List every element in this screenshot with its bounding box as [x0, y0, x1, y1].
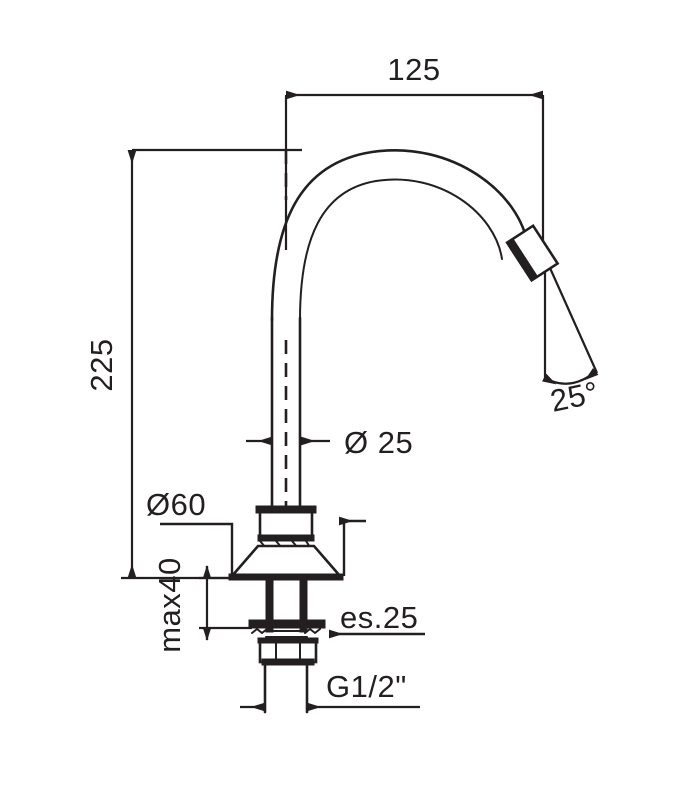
collar-top-rim [255, 505, 317, 514]
base-diameter-leader-left [160, 522, 234, 576]
aerator-screen [506, 238, 539, 282]
thread-size-label: G1/2" [326, 669, 407, 704]
outlet-angle-arc [541, 367, 599, 385]
aerator-outlet [505, 223, 560, 283]
max-thickness-dimension-group: max40 [152, 557, 252, 653]
spout-outer-arc [270, 149, 530, 322]
collar-bottom-rim [257, 534, 315, 542]
tube-diameter-label: Ø 25 [344, 425, 413, 460]
spout-inner-arc [299, 178, 503, 321]
base-diameter-label: Ø60 [146, 487, 206, 522]
overall-height-label: 225 [84, 338, 119, 391]
base-bottom-plate [228, 573, 344, 581]
outlet-angle-sloped-leg [548, 267, 599, 374]
tube-diameter-dimension-group: Ø 25 [246, 425, 413, 460]
faucet-body [228, 149, 560, 714]
overall-height-dimension-group: 225 [84, 148, 302, 580]
washer-thickness-callout-group: es.25 [329, 600, 425, 639]
conical-base [229, 544, 343, 578]
outlet-angle-dimension-group: 25° [541, 267, 602, 419]
base-diameter-dimension-group: Ø60 [146, 487, 366, 576]
max-thickness-label: max40 [152, 557, 187, 653]
thread-size-callout-group: G1/2" [240, 669, 420, 712]
decorative-collar [258, 509, 314, 539]
spout-reach-label: 125 [387, 52, 440, 87]
nut-bottom-edge [261, 658, 315, 666]
sealing-washer [248, 619, 326, 629]
spout-reach-dimension-group: 125 [284, 52, 545, 250]
collar-knurl-detail [259, 540, 311, 549]
washer-thickness-label: es.25 [340, 600, 418, 635]
nut-top-edge [257, 637, 319, 644]
